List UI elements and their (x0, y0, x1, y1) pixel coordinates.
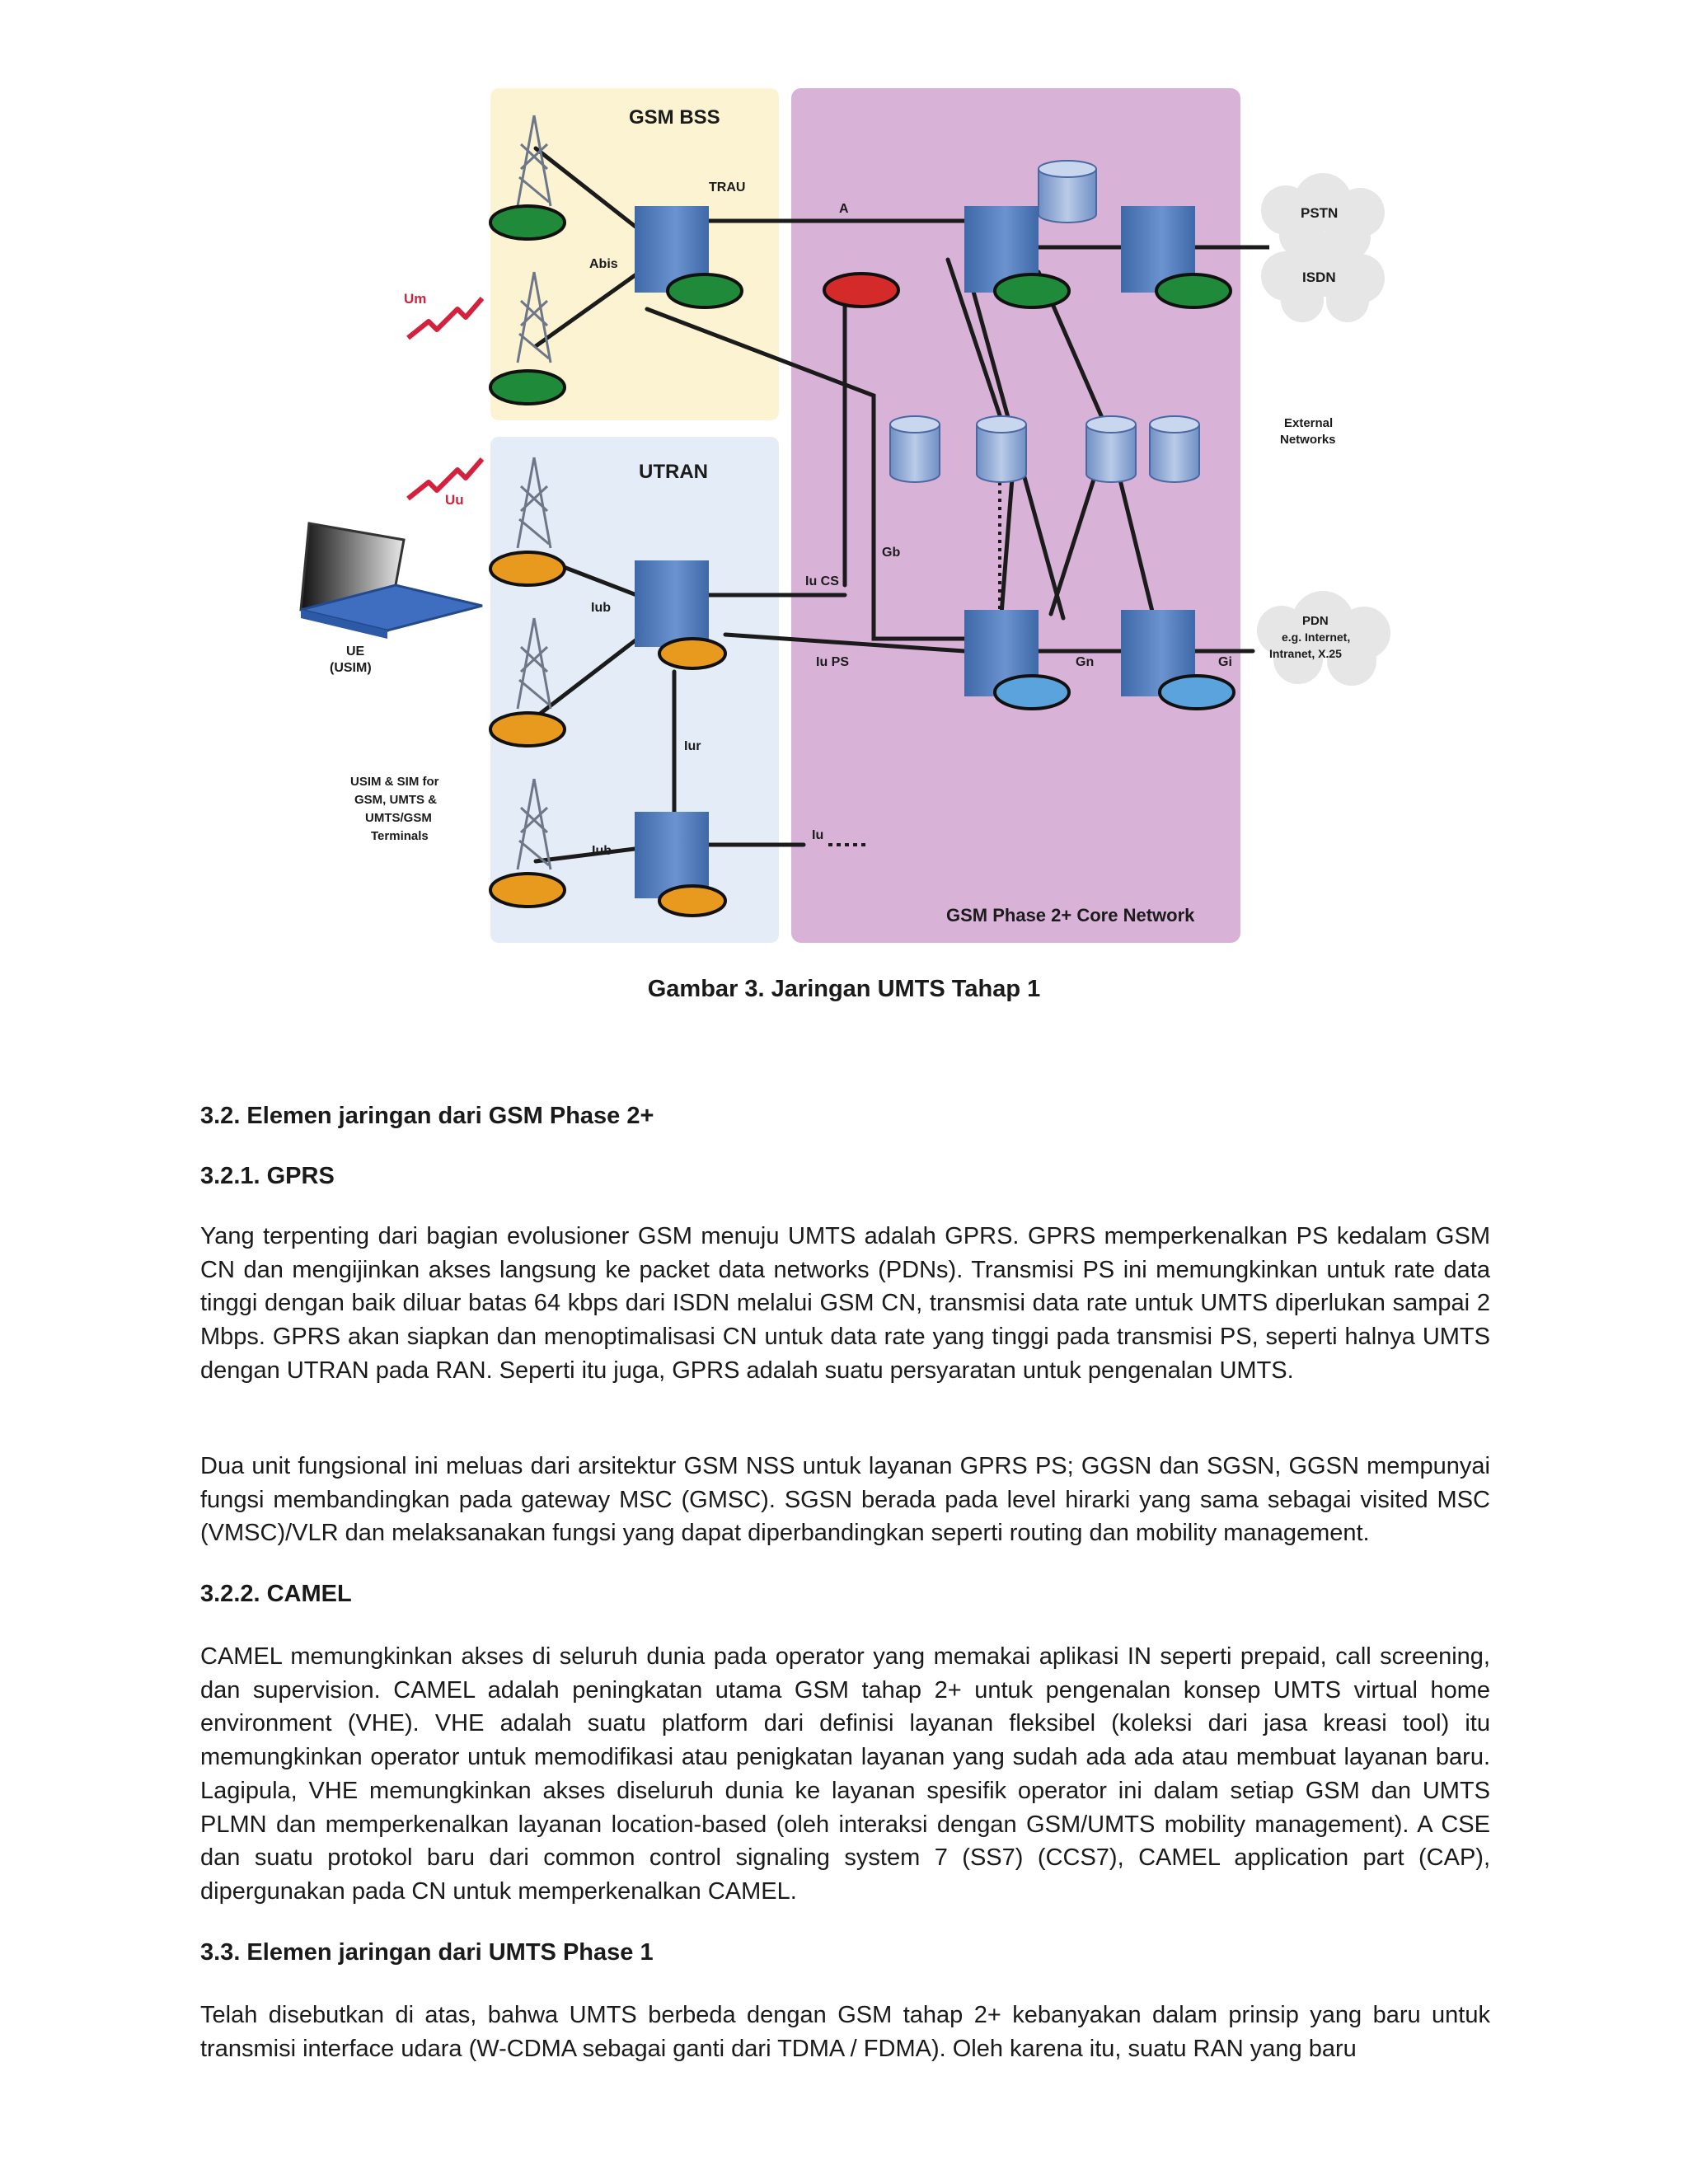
pcu-node (823, 272, 900, 308)
figure-caption: Gambar 3. Jaringan UMTS Tahap 1 (647, 976, 1041, 1002)
heading-3-2: 3.2. Elemen jaringan dari GSM Phase 2+ (200, 1103, 654, 1129)
iub-label-2: Iub (592, 844, 612, 858)
sgsn-node (993, 674, 1071, 710)
core-network-label: GSM Phase 2+ Core Network (946, 905, 1195, 926)
usim-label: USIM & SIM for (350, 775, 439, 789)
pdn-label-3: Intranet, X.25 (1269, 647, 1342, 660)
utran-label: UTRAN (639, 461, 708, 483)
usim-label-4: Terminals (371, 829, 429, 843)
paragraph-camel: CAMEL memungkinkan akses di seluruh duni… (200, 1643, 1490, 1905)
laptop-icon (299, 522, 483, 639)
ggsn-node (1158, 674, 1236, 710)
gsm-bss-label: GSM BSS (629, 106, 720, 129)
bsc-node (666, 273, 743, 309)
paragraph-gprs-1: Yang terpenting dari bagian evolusioner … (200, 1223, 1490, 1384)
ue-label-2: (USIM) (330, 661, 372, 675)
core-network-panel (791, 88, 1240, 943)
paragraph-umts: Telah disebutkan di atas, bahwa UMTS ber… (200, 2002, 1490, 2062)
bts-node (489, 369, 566, 405)
isdn-label: ISDN (1302, 269, 1336, 285)
umts-network-diagram: GSM BSS UTRAN GSM Phase 2+ Core Network … (299, 88, 1390, 943)
radio-signal-icon (406, 297, 485, 501)
node-b (489, 872, 566, 908)
rnc-node (658, 884, 727, 917)
gn-label: Gn (1076, 655, 1094, 669)
iub-label: Iub (591, 601, 611, 615)
external-networks-label-2: Networks (1280, 433, 1336, 447)
cloud-icon (1257, 173, 1390, 686)
rnc-node (658, 637, 727, 670)
uu-label: Uu (445, 492, 464, 508)
iu-label: Iu (812, 828, 823, 842)
external-networks-label: External (1284, 416, 1333, 430)
gb-interface-label: Gb (882, 546, 900, 560)
bts-node (489, 204, 566, 241)
usim-label-2: GSM, UMTS & (354, 793, 437, 807)
trau-label: TRAU (709, 180, 745, 194)
iups-label: Iu PS (816, 655, 849, 669)
um-label: Um (404, 291, 426, 307)
heading-3-3: 3.3. Elemen jaringan dari UMTS Phase 1 (200, 1939, 654, 1966)
ue-label: UE (346, 644, 365, 658)
gmsc-node (1155, 273, 1232, 309)
node-b (489, 711, 566, 748)
iur-label: Iur (684, 739, 701, 753)
pdn-label-2: e.g. Internet, (1282, 630, 1350, 644)
database-icons (889, 160, 1200, 483)
gi-label: Gi (1218, 655, 1232, 669)
heading-3-2-1: 3.2.1. GPRS (200, 1163, 335, 1189)
pdn-label: PDN (1302, 614, 1329, 628)
a-interface-label: A (839, 202, 849, 216)
abis-label: Abis (589, 257, 618, 271)
iucs-label: Iu CS (805, 574, 839, 588)
bts-tower-icon (516, 115, 552, 870)
heading-3-2-2: 3.2.2. CAMEL (200, 1581, 352, 1607)
node-b (489, 551, 566, 587)
msc-node (993, 273, 1071, 309)
usim-label-3: UMTS/GSM (365, 811, 432, 825)
paragraph-gprs-2: Dua unit fungsional ini meluas dari arsi… (200, 1453, 1490, 1547)
pstn-label: PSTN (1301, 205, 1338, 221)
